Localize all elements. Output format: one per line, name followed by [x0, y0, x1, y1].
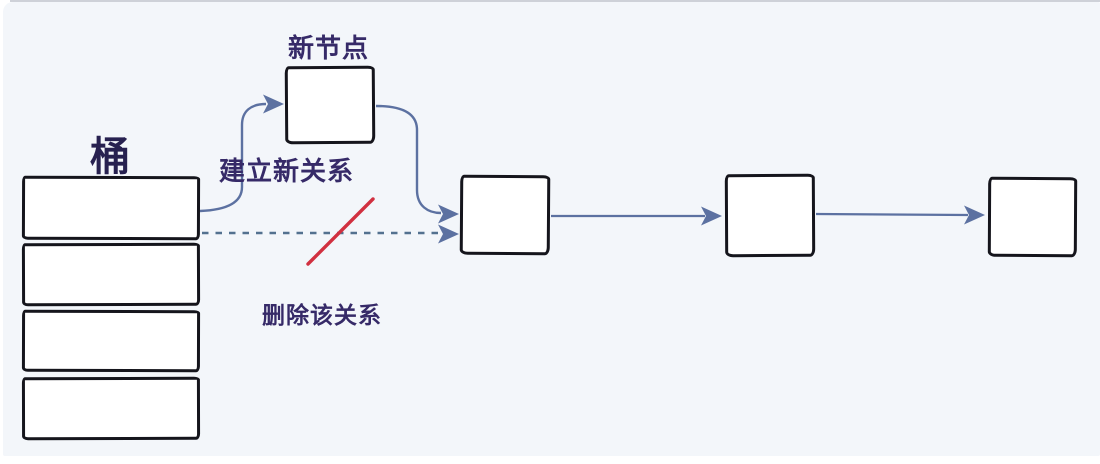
bucket-cell	[21, 242, 201, 307]
deleted-edge-arrowhead	[438, 224, 459, 244]
create-edge-label: 建立新关系	[219, 157, 355, 187]
delete-edge-label: 删除该关系	[262, 303, 382, 329]
chain-node	[459, 174, 551, 256]
second-to-third-arrow	[815, 212, 969, 217]
canvas-top-edge	[10, 0, 1100, 2]
new-node-box	[284, 65, 376, 145]
create-edge-arrowhead	[263, 94, 284, 114]
chain-node	[987, 176, 1078, 258]
new-node-label: 新节点	[288, 34, 370, 64]
head-to-second-arrowhead	[701, 206, 722, 226]
bucket-label: 桶	[90, 134, 130, 180]
second-to-third-arrowhead	[964, 205, 985, 225]
new-node-to-head-arrowhead	[438, 204, 459, 224]
bucket-cell	[21, 309, 201, 373]
chain-node	[724, 173, 816, 258]
bucket-cell	[21, 175, 201, 241]
bucket-cell	[21, 376, 201, 441]
delete-slash	[306, 197, 375, 266]
new-node-to-head-arrow	[375, 104, 442, 215]
create-edge-arrow	[199, 102, 267, 213]
